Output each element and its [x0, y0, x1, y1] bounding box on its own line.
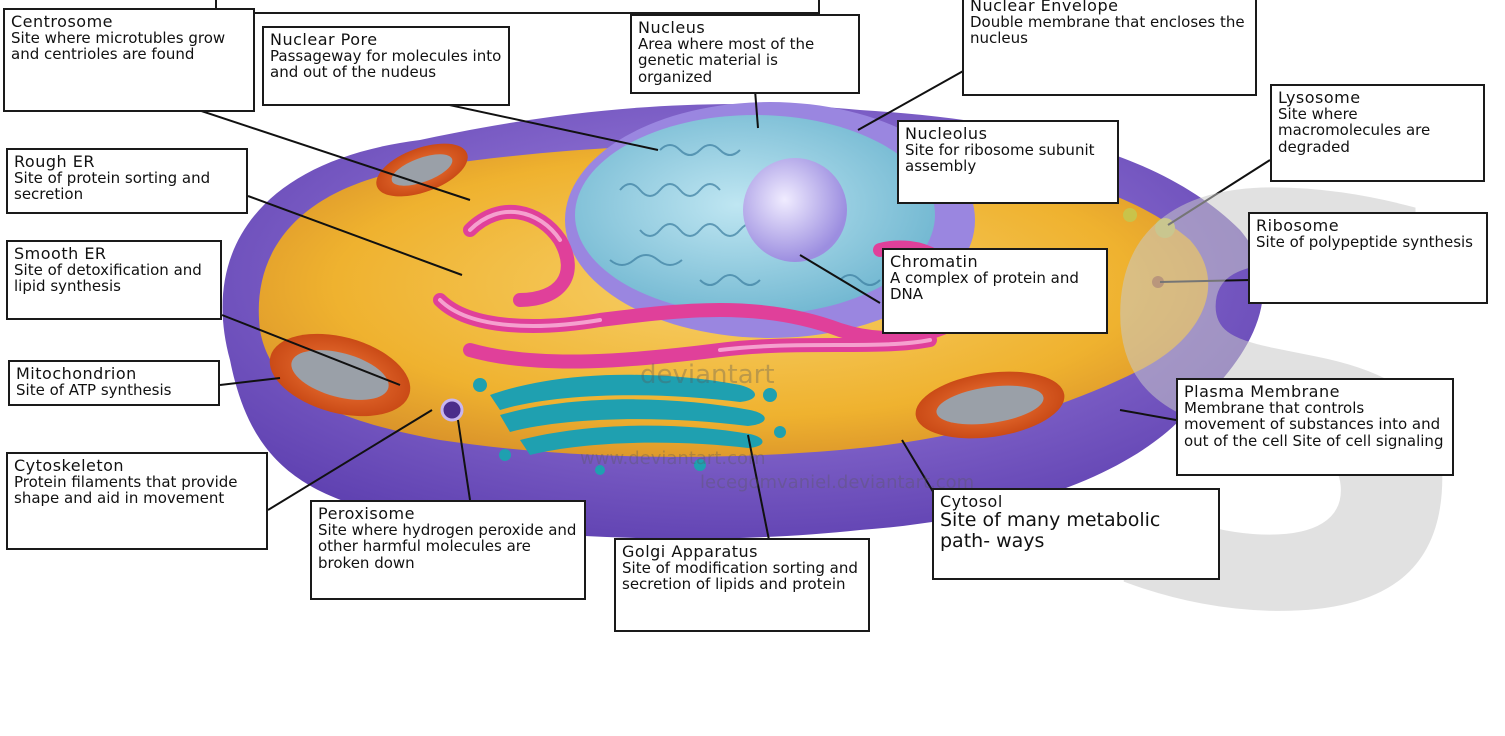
- label-title: Ribosome: [1256, 217, 1480, 234]
- label-desc: Site of protein sorting and secretion: [14, 170, 240, 202]
- peroxisome-shape: [442, 400, 462, 420]
- label-desc: Site for ribosome subunit assembly: [905, 142, 1111, 174]
- label-desc: Site where hydrogen peroxide and other h…: [318, 522, 578, 571]
- label-desc: Site of many metabolic path- ways: [940, 510, 1212, 551]
- label-title: Centrosome: [11, 13, 247, 30]
- label-lysosome: Lysosome Site where macromolecules are d…: [1270, 84, 1485, 182]
- label-title: Peroxisome: [318, 505, 578, 522]
- label-desc: Site where microtubles grow and centriol…: [11, 30, 247, 62]
- label-plasma-membrane: Plasma Membrane Membrane that controls m…: [1176, 378, 1454, 476]
- label-cytoskeleton: Cytoskeleton Protein filaments that prov…: [6, 452, 268, 550]
- label-desc: A complex of protein and DNA: [890, 270, 1100, 302]
- label-title: Nucleolus: [905, 125, 1111, 142]
- label-desc: Site of ATP synthesis: [16, 382, 212, 398]
- label-title: Rough ER: [14, 153, 240, 170]
- label-desc: Site of modification sorting and secreti…: [622, 560, 862, 592]
- label-desc: Site of detoxification and lipid synthes…: [14, 262, 214, 294]
- label-title: Golgi Apparatus: [622, 543, 862, 560]
- label-title: Lysosome: [1278, 89, 1477, 106]
- label-desc: Passageway for molecules into and out of…: [270, 48, 502, 80]
- watermark-url: www.deviantart.com: [580, 448, 766, 469]
- blank-header-box: [215, 0, 820, 14]
- label-nuclear-envelope: Nuclear Envelope Double membrane that en…: [962, 0, 1257, 96]
- label-desc: Area where most of the genetic material …: [638, 36, 852, 85]
- label-title: Nucleus: [638, 19, 852, 36]
- label-title: Nuclear Envelope: [970, 0, 1249, 14]
- label-chromatin: Chromatin A complex of protein and DNA: [882, 248, 1108, 334]
- label-cytosol: Cytosol Site of many metabolic path- way…: [932, 488, 1220, 580]
- label-title: Chromatin: [890, 253, 1100, 270]
- label-desc: Site of polypeptide synthesis: [1256, 234, 1480, 250]
- nucleolus-shape: [743, 158, 847, 262]
- label-desc: Site where macromolecules are degraded: [1278, 106, 1477, 155]
- watermark-deviantart: deviantart: [640, 360, 775, 390]
- label-rough-er: Rough ER Site of protein sorting and sec…: [6, 148, 248, 214]
- label-title: Cytosol: [940, 493, 1212, 510]
- label-desc: Double membrane that encloses the nucleu…: [970, 14, 1249, 46]
- cell-diagram: deviantart www.deviantart.com lecegomvan…: [0, 0, 1505, 633]
- label-nucleus: Nucleus Area where most of the genetic m…: [630, 14, 860, 94]
- label-title: Plasma Membrane: [1184, 383, 1446, 400]
- label-title: Cytoskeleton: [14, 457, 260, 474]
- label-title: Nuclear Pore: [270, 31, 502, 48]
- label-desc: Membrane that controls movement of subst…: [1184, 400, 1446, 449]
- label-nuclear-pore: Nuclear Pore Passageway for molecules in…: [262, 26, 510, 106]
- label-desc: Protein filaments that provide shape and…: [14, 474, 260, 506]
- label-title: Mitochondrion: [16, 365, 212, 382]
- label-smooth-er: Smooth ER Site of detoxification and lip…: [6, 240, 222, 320]
- label-nucleolus: Nucleolus Site for ribosome subunit asse…: [897, 120, 1119, 204]
- label-golgi-apparatus: Golgi Apparatus Site of modification sor…: [614, 538, 870, 632]
- label-ribosome: Ribosome Site of polypeptide synthesis: [1248, 212, 1488, 304]
- label-title: Smooth ER: [14, 245, 214, 262]
- label-centrosome: Centrosome Site where microtubles grow a…: [3, 8, 255, 112]
- label-mitochondrion: Mitochondrion Site of ATP synthesis: [8, 360, 220, 406]
- label-peroxisome: Peroxisome Site where hydrogen peroxide …: [310, 500, 586, 600]
